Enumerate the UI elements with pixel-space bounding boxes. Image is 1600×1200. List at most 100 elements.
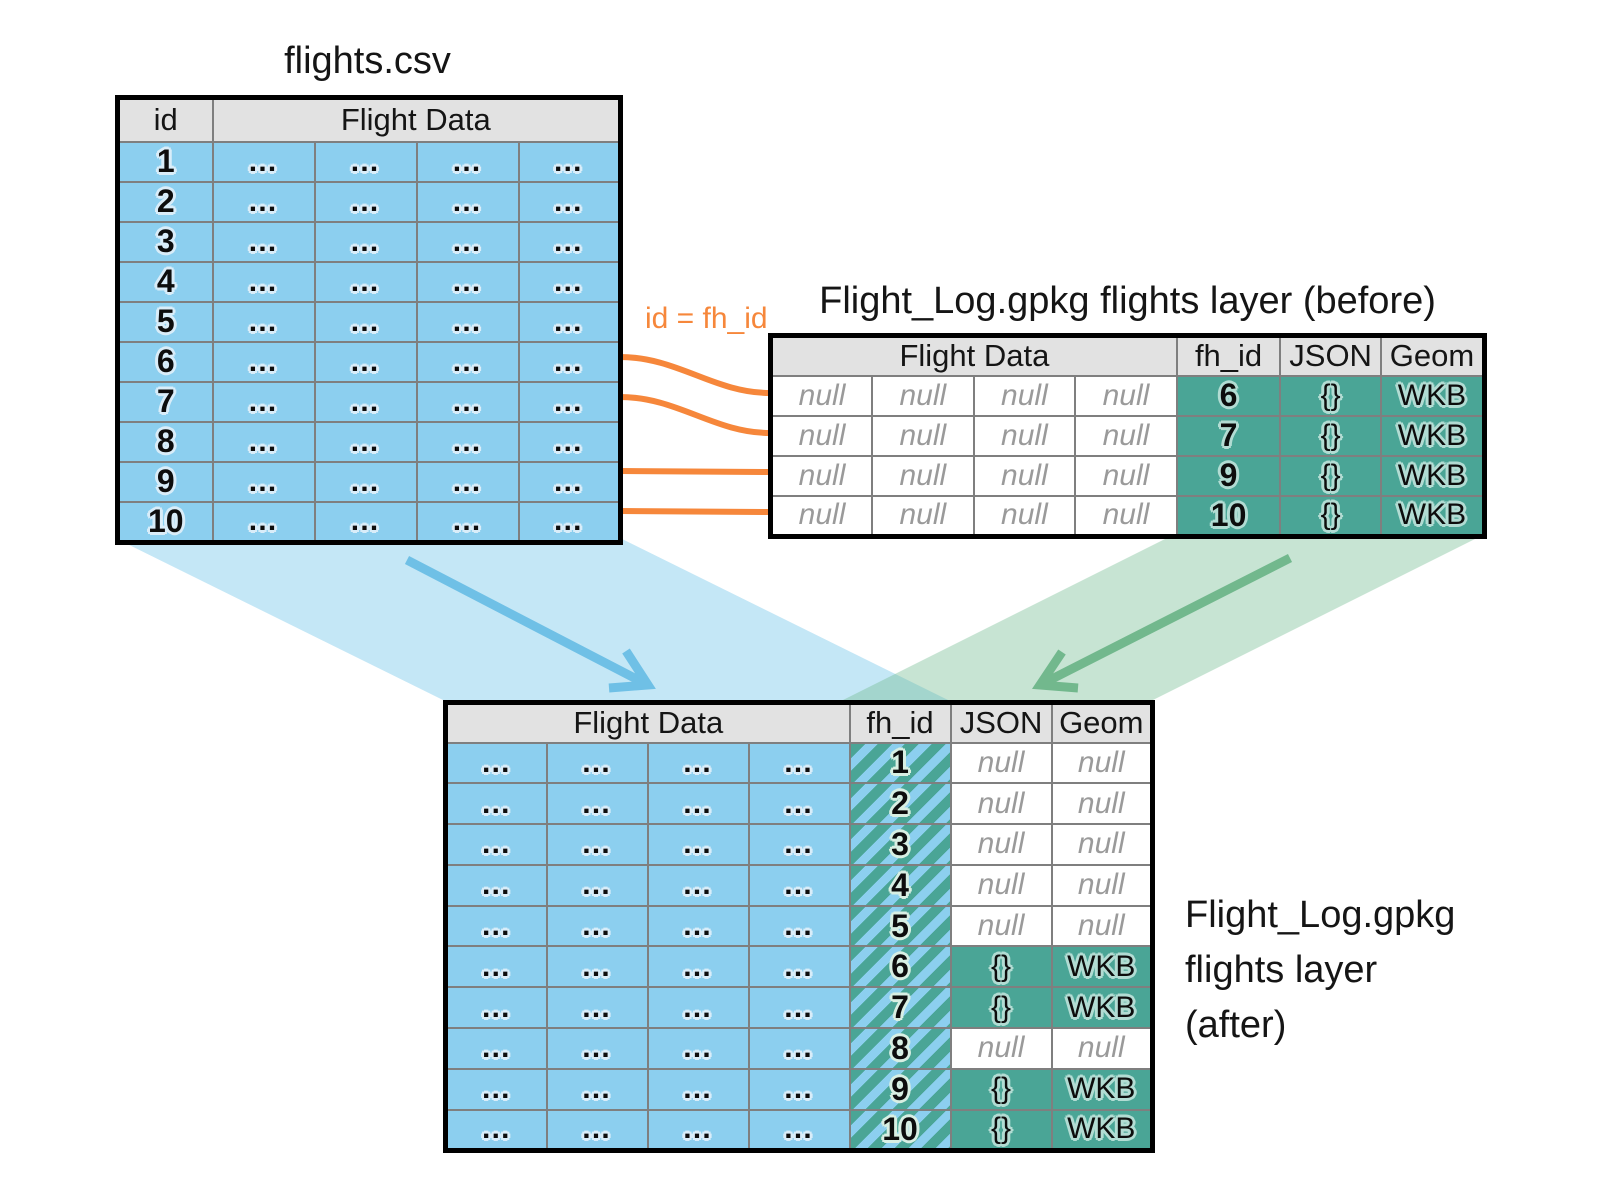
json-cell: null: [949, 782, 1053, 826]
flight-data-cell: …: [415, 460, 520, 503]
id-cell: 3: [116, 220, 214, 263]
id-cell: 7: [116, 380, 214, 423]
null-cell: null: [1074, 454, 1178, 497]
null-cell: null: [972, 414, 1077, 457]
geom-cell: WKB: [1050, 1067, 1154, 1111]
flight-data-cell: …: [444, 986, 548, 1030]
flight-data-cell: …: [646, 823, 750, 866]
null-cell: null: [769, 374, 874, 417]
json-cell: null: [949, 863, 1053, 907]
table-row: …………10{}WKB: [444, 1108, 1154, 1152]
flight-data-cell: …: [517, 180, 622, 223]
flight-data-cell: …: [646, 863, 750, 907]
flight-data-cell: …: [747, 904, 851, 948]
id-cell: 4: [116, 260, 214, 303]
flight-data-cell: …: [415, 220, 520, 263]
join-line-row6: [619, 354, 771, 396]
flight-data-cell: …: [646, 945, 750, 989]
flight-data-cell: …: [545, 863, 649, 907]
null-cell: null: [972, 494, 1077, 537]
geom-cell: WKB: [1050, 986, 1154, 1030]
flight-data-cell: …: [517, 220, 622, 263]
table-row: …………7{}WKB: [444, 986, 1154, 1030]
flight-data-cell: …: [415, 340, 520, 383]
flight-data-cell: …: [517, 300, 622, 343]
after-table-title-line3: (after): [1185, 1004, 1287, 1046]
csv-to-after-arrow: [404, 556, 647, 687]
id-cell: 1: [116, 140, 214, 183]
flight-data-cell: …: [444, 863, 548, 907]
null-cell: null: [972, 374, 1077, 417]
flight-data-cell: …: [415, 140, 520, 183]
table-row: 6…………: [116, 340, 622, 383]
id-cell: 5: [116, 300, 214, 343]
flight-data-cell: …: [545, 1108, 649, 1152]
flight-data-cell: …: [646, 1027, 750, 1070]
flight-data-cell: …: [444, 945, 548, 989]
fhid-cell: 10: [1175, 494, 1282, 537]
json-cell: {}: [1279, 414, 1382, 457]
flight-data-cell: …: [646, 986, 750, 1030]
null-cell: null: [769, 494, 874, 537]
flight-data-cell: …: [313, 140, 418, 183]
table-row: 9…………: [116, 460, 622, 503]
fhid-cell: 9: [848, 1067, 952, 1111]
flight-data-cell: …: [415, 300, 520, 343]
flight-data-cell: …: [646, 782, 750, 826]
table-row: 4…………: [116, 260, 622, 303]
fhid-cell: 4: [848, 863, 952, 907]
join-condition-label: id = fh_id: [645, 302, 768, 335]
table-row: 8…………: [116, 420, 622, 463]
fhid-cell: 6: [1175, 374, 1282, 417]
flight-data-cell: …: [747, 945, 851, 989]
null-cell: null: [871, 374, 975, 417]
null-cell: null: [1074, 374, 1178, 417]
geom-cell: WKB: [1379, 374, 1486, 417]
csv-table-title: flights.csv: [284, 40, 451, 82]
geom-cell: WKB: [1050, 1108, 1154, 1152]
table-row: 10…………: [116, 500, 622, 543]
flight-data-cell: …: [313, 220, 418, 263]
flight-data-cell: …: [545, 986, 649, 1030]
flight-data-cell: …: [545, 1027, 649, 1070]
after-table-title-line1: Flight_Log.gpkg: [1185, 894, 1456, 936]
flight-data-cell: …: [444, 782, 548, 826]
json-cell: {}: [949, 1067, 1053, 1111]
fhid-cell: 6: [848, 945, 952, 989]
table-row: 2…………: [116, 180, 622, 223]
flight-data-cell: …: [545, 823, 649, 866]
flight-data-cell: …: [545, 782, 649, 826]
csv-table: id Flight Data 1…………2…………3…………4…………5……………: [115, 95, 624, 545]
null-cell: null: [871, 494, 975, 537]
null-cell: null: [1074, 414, 1178, 457]
flight-data-cell: …: [211, 140, 316, 183]
flight-data-cell: …: [313, 180, 418, 223]
after-table-header: Flight Data fh_id JSON Geom: [444, 701, 1154, 744]
before-fhid-column-header: fh_id: [1175, 334, 1282, 377]
flight-data-cell: …: [313, 260, 418, 303]
csv-table-header: id Flight Data: [116, 96, 622, 143]
table-row: 5…………: [116, 300, 622, 343]
flight-data-cell: …: [517, 420, 622, 463]
null-cell: null: [871, 454, 975, 497]
after-table-title-line2: flights layer: [1185, 949, 1378, 991]
flight-data-cell: …: [211, 260, 316, 303]
flight-data-cell: …: [545, 904, 649, 948]
csv-flight-data-column-header: Flight Data: [211, 96, 622, 143]
table-row: 7…………: [116, 380, 622, 423]
csv-id-column-header: id: [116, 96, 214, 143]
flight-data-cell: …: [415, 420, 520, 463]
null-cell: null: [972, 454, 1077, 497]
json-cell: null: [949, 1027, 1053, 1070]
flight-data-cell: …: [747, 986, 851, 1030]
join-line-row9: [619, 468, 771, 475]
flight-data-cell: …: [313, 380, 418, 423]
flight-data-cell: …: [444, 1067, 548, 1111]
fhid-cell: 3: [848, 823, 952, 866]
